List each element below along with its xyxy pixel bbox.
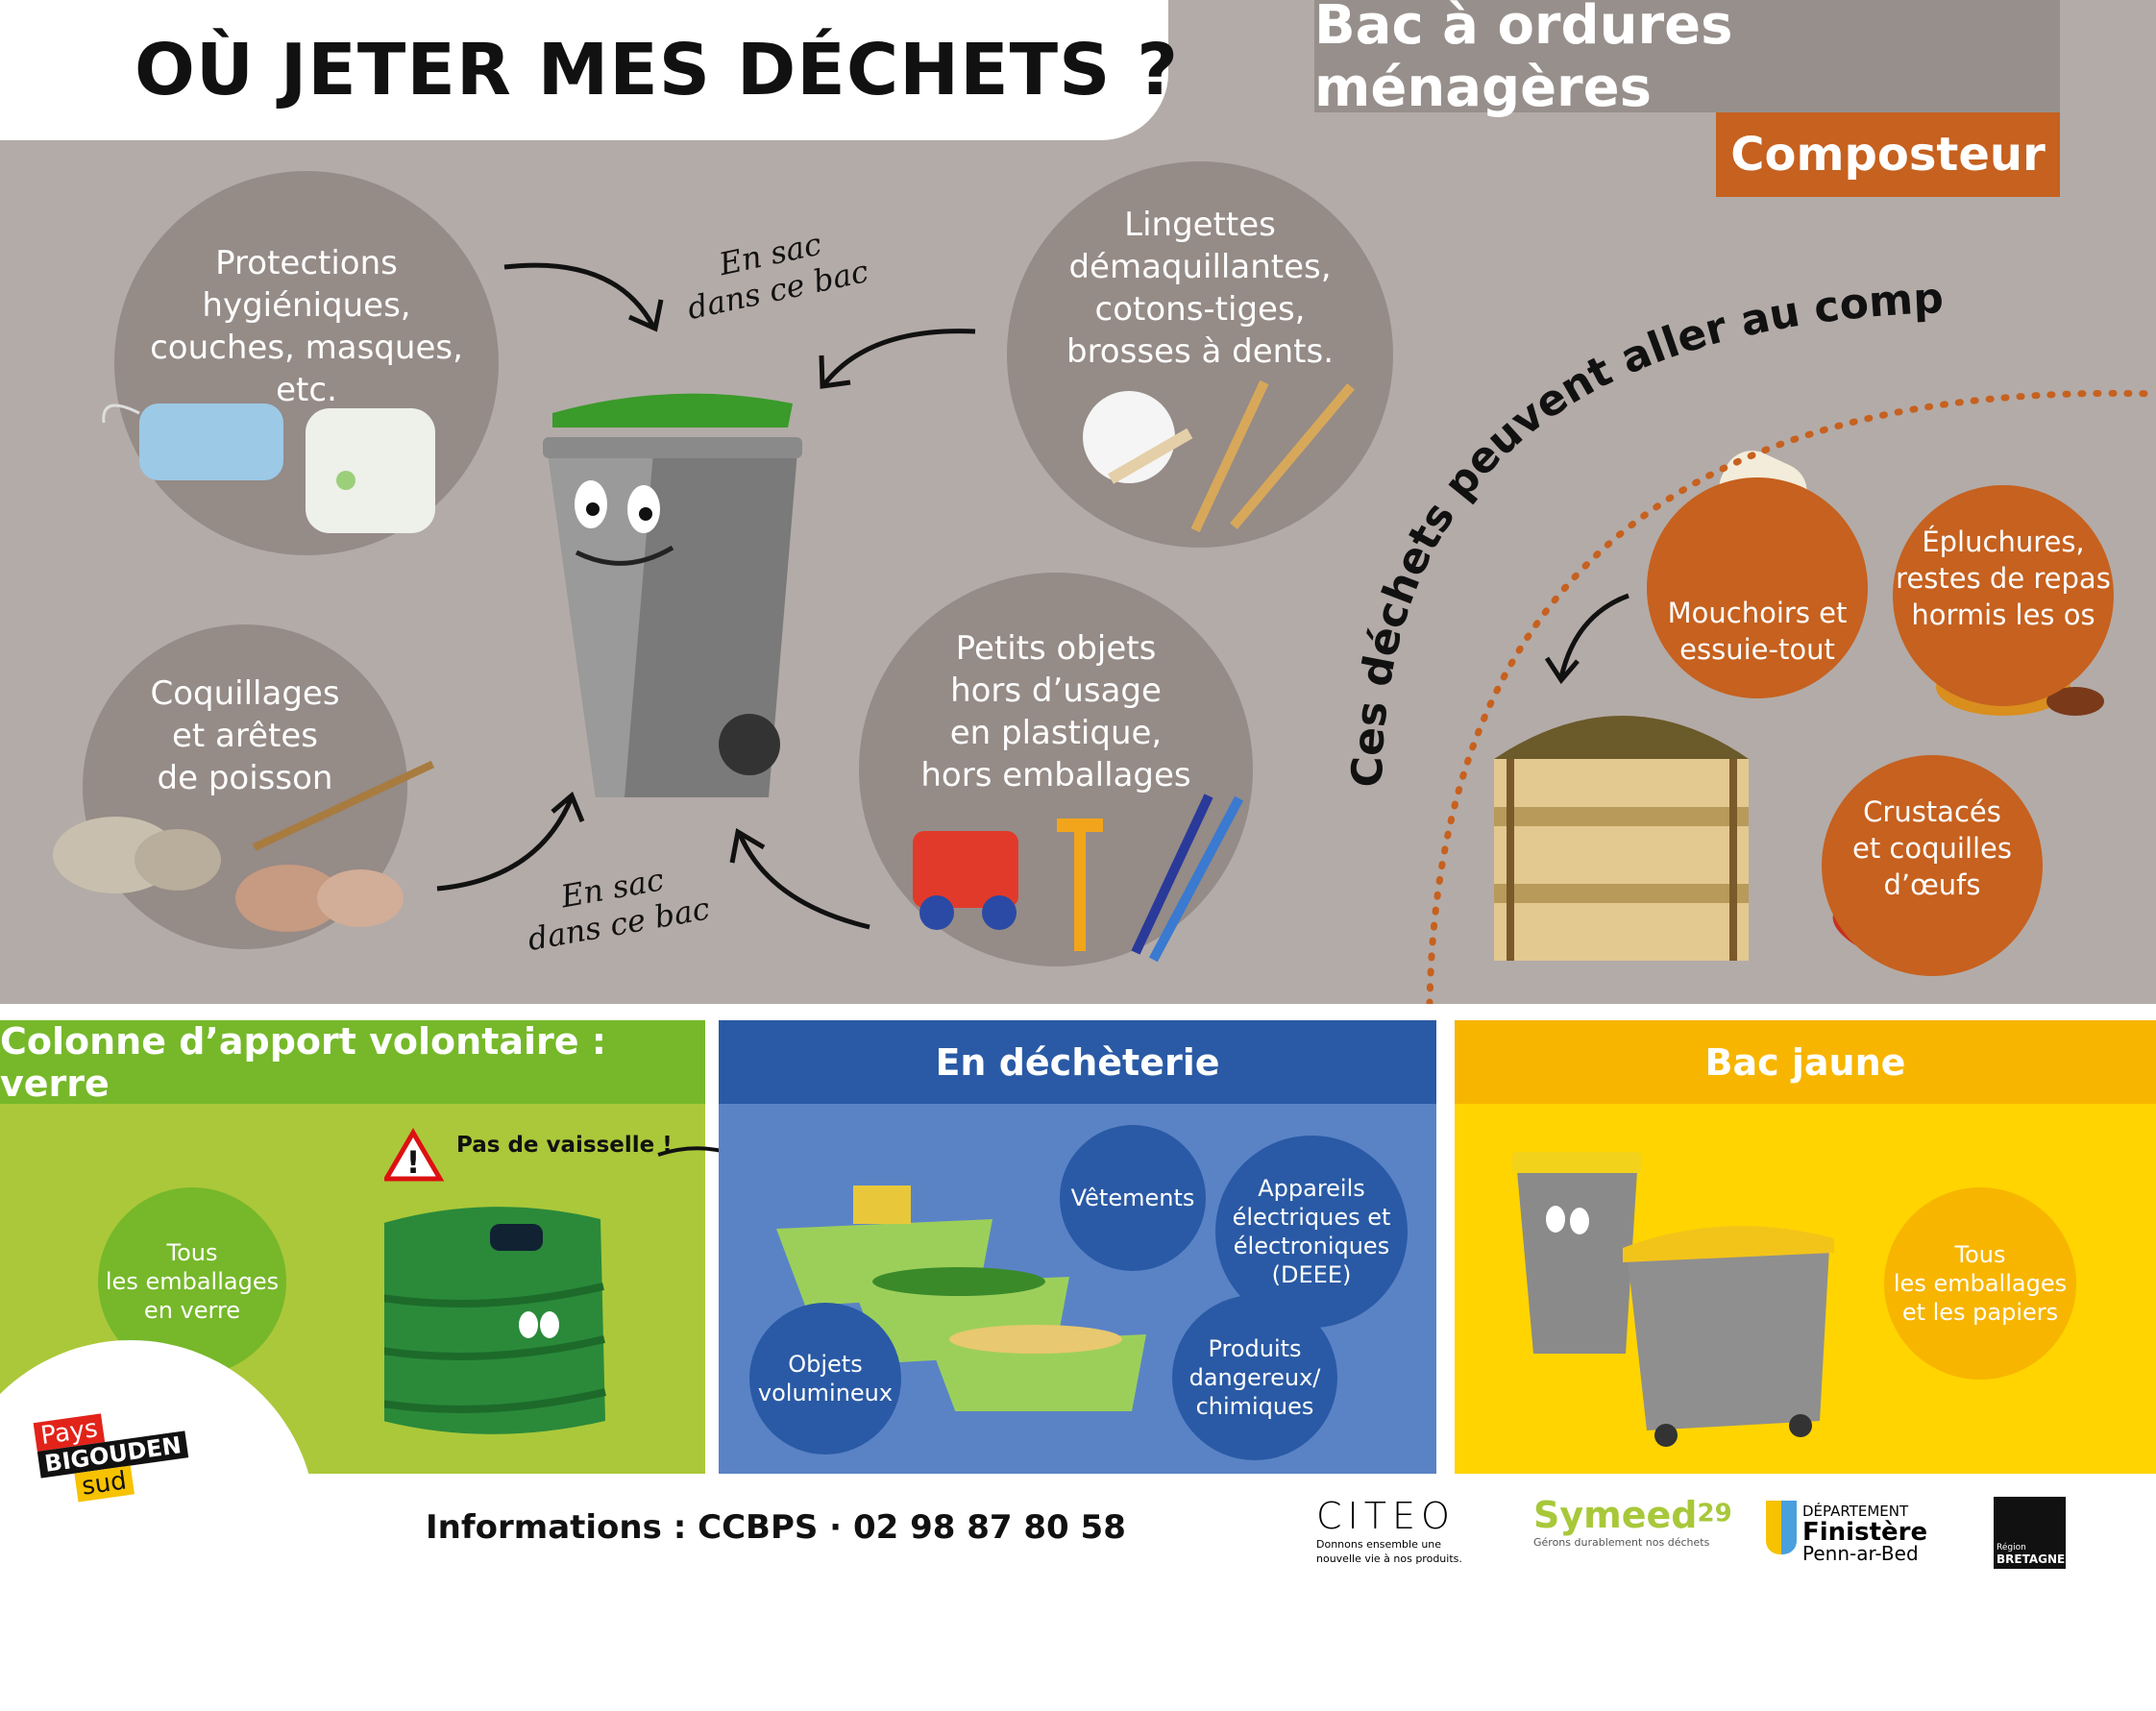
item-label: Mouchoirs et essuie-tout [1667, 597, 1848, 666]
item-verre: Tous les emballages en verre [98, 1187, 286, 1376]
diaper-icon [306, 408, 435, 533]
item-crustaces: Crustacés et coquilles d’œufs [1822, 755, 2043, 976]
mask-icon [102, 403, 283, 480]
warning-icon: ! [384, 1128, 445, 1182]
item-label: Petits objets hors d’usage en plastique,… [920, 629, 1191, 794]
panel-verre: Colonne d’apport volontaire : verre Tous… [0, 1020, 766, 1474]
logo-text: Penn-ar-Bed [1802, 1542, 1919, 1565]
item-label: Lingettes démaquillantes, cotons-tiges, … [1066, 206, 1335, 371]
arrow-icon [436, 262, 1629, 930]
item-emballages-papiers: Tous les emballages et les papiers [1884, 1187, 2076, 1380]
panel-decheterie-heading: En déchèterie [719, 1020, 1436, 1104]
yellow-bins-illustration [1512, 1152, 1834, 1447]
logo-text: Gérons durablement nos déchets [1533, 1536, 1710, 1549]
composteur-heading: Composteur [1716, 112, 2060, 197]
toothbrush-icon [1190, 379, 1355, 533]
compost-bin-illustration [1494, 716, 1749, 961]
grey-bin-illustration [543, 393, 802, 797]
region-bretagne-logo: Région BRETAGNE [1994, 1497, 2066, 1569]
finistere-logo: DÉPARTEMENT Finistère Penn-ar-Bed [1766, 1501, 1927, 1564]
symeed-logo: Symeed29 Gérons durablement nos déchets [1533, 1494, 1732, 1549]
logo-text: BRETAGNE [1997, 1552, 2066, 1566]
cotton-pads-icon [1083, 391, 1193, 484]
title-box [0, 0, 1168, 140]
panel-bac-jaune: Bac jaune Tous les emballages et les pap… [1455, 1020, 2156, 1474]
item-label: Épluchures, restes de repas hormis les o… [1896, 526, 2111, 631]
contact-info: Informations : CCBPS · 02 98 87 80 58 [426, 1508, 1126, 1547]
compost-dotted-arc [1426, 389, 2156, 1004]
toy-train-icon [913, 831, 1018, 930]
bac-ordures-heading: Bac à ordures ménagères [1314, 0, 2060, 119]
logo-text: CITEO [1316, 1495, 1456, 1537]
item-vetements: Vêtements [1060, 1125, 1206, 1271]
item-lingettes: Lingettes démaquillantes, cotons-tiges, … [1007, 161, 1393, 548]
item-mouchoirs: Mouchoirs et essuie-tout [1647, 477, 1868, 698]
logo-text: Région [1997, 1543, 2026, 1552]
crest-icon [1766, 1501, 1797, 1554]
logo-text: DÉPARTEMENT [1802, 1503, 1909, 1520]
panel-decheterie: En déchèterie Vêtements Appareils électr… [719, 1020, 1436, 1474]
skips-illustration [776, 1185, 1146, 1411]
item-epluchures: Épluchures, restes de repas hormis les o… [1893, 485, 2114, 706]
glass-container-illustration: ! [384, 1128, 766, 1434]
citeo-logo: CITEO Donnons ensemble une nouvelle vie … [1316, 1495, 1470, 1566]
warning-text: Pas de vaisselle ! [456, 1133, 673, 1158]
svg-text:!: ! [406, 1144, 421, 1181]
razor-icon [1057, 819, 1103, 951]
item-label: Coquillages et arêtes de poisson [150, 674, 340, 797]
page-title: OÙ JETER MES DÉCHETS ? [135, 29, 1180, 111]
pens-icon [1131, 794, 1244, 963]
item-objets-volumineux: Objets volumineux [749, 1303, 901, 1454]
shells-icon [235, 760, 435, 932]
logo-text: Symeed [1533, 1494, 1698, 1536]
item-deee: Appareils électriques et électroniques (… [1215, 1136, 1408, 1328]
item-produits-dangereux: Produits dangereux/ chimiques [1172, 1295, 1337, 1460]
panel-bac-jaune-heading: Bac jaune [1455, 1020, 2156, 1104]
logo-text: 29 [1697, 1499, 1732, 1528]
compost-arc-text: Ces déchets peuvent aller au compost ! [0, 0, 1945, 788]
oyster-icon [53, 817, 221, 893]
item-label: Crustacés et coquilles d’œufs [1851, 795, 2013, 901]
logo-text: Donnons ensemble une nouvelle vie à nos … [1316, 1538, 1462, 1565]
item-label: Protections hygiéniques, couches, masque… [150, 244, 463, 409]
panel-verre-heading: Colonne d’apport volontaire : verre [0, 1020, 705, 1105]
logo-text: Finistère [1802, 1518, 1928, 1547]
